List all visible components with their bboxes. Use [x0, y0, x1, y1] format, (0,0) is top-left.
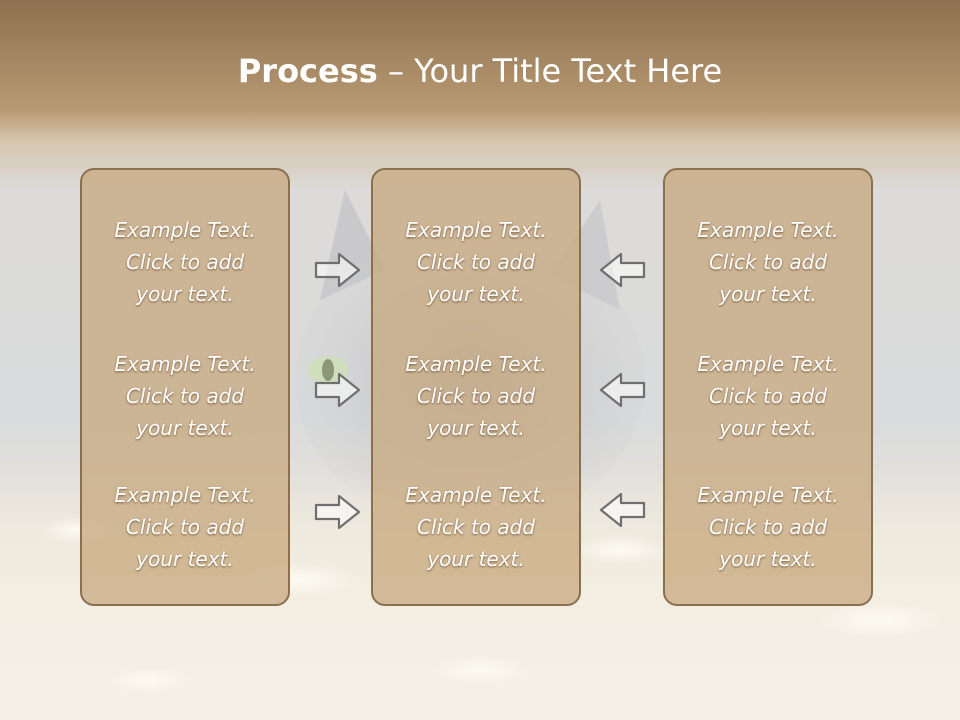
- text-line: Example Text.: [114, 218, 256, 242]
- arrow-left-icon: [599, 492, 646, 528]
- text-line: Click to add: [125, 384, 245, 408]
- box-text-item[interactable]: Example Text. Click to add your text.: [373, 348, 579, 444]
- title-bold: Process: [237, 52, 378, 90]
- text-line: Click to add: [708, 250, 828, 274]
- text-line: Click to add: [708, 384, 828, 408]
- box-text-item[interactable]: Example Text. Click to add your text.: [82, 348, 288, 444]
- page-title[interactable]: Process – Your Title Text Here: [0, 52, 960, 90]
- box-text-item[interactable]: Example Text. Click to add your text.: [373, 214, 579, 310]
- text-line: your text.: [136, 547, 234, 571]
- box-text-item[interactable]: Example Text. Click to add your text.: [665, 479, 871, 575]
- box-text-item[interactable]: Example Text. Click to add your text.: [665, 348, 871, 444]
- process-box-left[interactable]: Example Text. Click to add your text. Ex…: [80, 168, 290, 606]
- text-line: Click to add: [416, 515, 536, 539]
- text-line: Example Text.: [405, 218, 547, 242]
- title-rest: – Your Title Text Here: [377, 52, 723, 90]
- box-text-item[interactable]: Example Text. Click to add your text.: [665, 214, 871, 310]
- text-line: your text.: [719, 416, 817, 440]
- text-line: Example Text.: [697, 352, 839, 376]
- text-line: your text.: [136, 282, 234, 306]
- text-line: Click to add: [125, 250, 245, 274]
- text-line: Example Text.: [405, 483, 547, 507]
- arrow-left-icon: [599, 372, 646, 408]
- text-line: Example Text.: [697, 483, 839, 507]
- box-text-item[interactable]: Example Text. Click to add your text.: [82, 214, 288, 310]
- text-line: Example Text.: [697, 218, 839, 242]
- text-line: your text.: [427, 416, 525, 440]
- text-line: Example Text.: [405, 352, 547, 376]
- text-line: your text.: [427, 547, 525, 571]
- box-text-item[interactable]: Example Text. Click to add your text.: [373, 479, 579, 575]
- process-box-center[interactable]: Example Text. Click to add your text. Ex…: [371, 168, 581, 606]
- text-line: Example Text.: [114, 352, 256, 376]
- text-line: Click to add: [125, 515, 245, 539]
- text-line: your text.: [719, 282, 817, 306]
- arrow-left-icon: [599, 252, 646, 288]
- text-line: Example Text.: [114, 483, 256, 507]
- text-line: your text.: [136, 416, 234, 440]
- arrow-right-icon: [314, 494, 361, 530]
- arrow-right-icon: [314, 252, 361, 288]
- text-line: your text.: [427, 282, 525, 306]
- process-box-right[interactable]: Example Text. Click to add your text. Ex…: [663, 168, 873, 606]
- text-line: your text.: [719, 547, 817, 571]
- box-text-item[interactable]: Example Text. Click to add your text.: [82, 479, 288, 575]
- arrow-right-icon: [314, 372, 361, 408]
- text-line: Click to add: [708, 515, 828, 539]
- text-line: Click to add: [416, 250, 536, 274]
- text-line: Click to add: [416, 384, 536, 408]
